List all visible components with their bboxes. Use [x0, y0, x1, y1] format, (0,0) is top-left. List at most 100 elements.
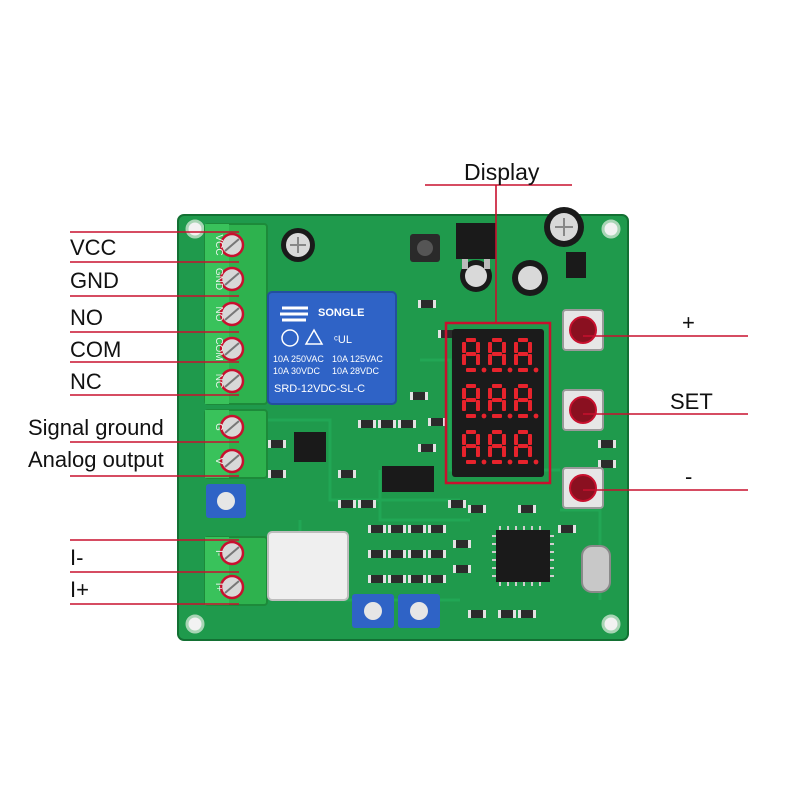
terminal-mark: G — [213, 423, 224, 431]
terminal-screw[interactable] — [219, 336, 245, 362]
relay-rating-left-1: 10A 250VAC — [273, 354, 324, 364]
smd-component — [518, 505, 536, 513]
smd-component — [468, 610, 486, 618]
display-digit — [514, 430, 539, 465]
label-vcc: VCC — [70, 235, 117, 260]
smd-component — [428, 575, 446, 583]
leader-display — [425, 184, 572, 323]
terminal-screws — [219, 232, 245, 600]
smd-component — [408, 575, 426, 583]
ic-op-amp — [294, 432, 326, 462]
smd-component — [368, 575, 386, 583]
button-set[interactable] — [562, 389, 604, 431]
terminal-screw[interactable] — [219, 448, 245, 474]
smd-component — [558, 525, 576, 533]
terminal-mark: VCC — [213, 234, 224, 255]
label-gnd: GND — [70, 268, 119, 293]
display-row — [462, 430, 539, 465]
smd-component — [338, 470, 356, 478]
label-i-minus: I- — [70, 545, 84, 570]
transistor — [566, 252, 586, 278]
smd-component — [358, 500, 376, 508]
smd-component — [428, 525, 446, 533]
warning-mark-icon — [304, 328, 324, 345]
display-digit — [488, 430, 513, 465]
label-set: SET — [670, 389, 713, 414]
terminal-screw[interactable] — [219, 232, 245, 258]
button-plus[interactable] — [562, 309, 604, 351]
terminal-mark: NC — [213, 374, 224, 388]
relay-rating-right-2: 10A 28VDC — [332, 366, 380, 376]
electrolytic-capacitor — [544, 207, 584, 247]
smd-component — [398, 420, 416, 428]
label-display: Display — [464, 159, 540, 185]
terminal-screw[interactable] — [219, 266, 245, 292]
button-minus[interactable] — [562, 467, 604, 509]
display-digit — [514, 384, 539, 419]
relay: SONGLE ᶜUL 10A 250VAC 10A 30VDC 10A 125V… — [267, 291, 397, 405]
smd-component — [358, 420, 376, 428]
label-i-plus: I+ — [70, 577, 89, 602]
display-digit — [488, 384, 513, 419]
display-digits — [462, 338, 539, 465]
terminal-screw[interactable] — [219, 540, 245, 566]
mounting-hole — [601, 614, 621, 634]
terminal-screw[interactable] — [219, 301, 245, 327]
potentiometer — [352, 594, 394, 628]
relay-brand: SONGLE — [318, 307, 364, 319]
leader-lines — [70, 184, 748, 605]
smd-component — [338, 500, 356, 508]
potentiometer — [398, 594, 440, 628]
smd-component — [418, 444, 436, 452]
label-no: NO — [70, 305, 103, 330]
smd-component — [428, 550, 446, 558]
smd-component — [468, 505, 486, 513]
smd-component — [453, 540, 471, 548]
smd-component — [368, 550, 386, 558]
electrolytic-capacitor — [512, 260, 548, 296]
electrolytic-capacitor — [281, 228, 315, 262]
terminal-mark: GND — [213, 268, 224, 290]
ic-soic — [382, 466, 434, 492]
relay-rating-left-2: 10A 30VDC — [273, 366, 321, 376]
label-minus: - — [685, 464, 693, 489]
terminal-mark: NO — [213, 307, 224, 322]
smd-component — [453, 565, 471, 573]
terminal-screw[interactable] — [219, 368, 245, 394]
label-plus: + — [682, 310, 695, 335]
cqc-mark-icon — [281, 329, 299, 347]
display-digit — [514, 338, 539, 373]
display-row — [462, 338, 539, 373]
relay-rating-right-1: 10A 125VAC — [332, 354, 383, 364]
ic-microcontroller — [492, 526, 554, 586]
terminal-screw[interactable] — [219, 574, 245, 600]
relay-model: SRD-12VDC-SL-C — [274, 383, 365, 395]
smd-component — [418, 300, 436, 308]
terminal-mark: V — [213, 458, 224, 465]
smd-component — [448, 500, 466, 508]
terminal-mark: I- — [213, 550, 224, 556]
current-transformer — [267, 531, 349, 601]
display-digit — [462, 384, 487, 419]
smd-component — [408, 550, 426, 558]
smd-component — [268, 440, 286, 448]
terminal-screw[interactable] — [219, 414, 245, 440]
smd-component — [388, 550, 406, 558]
display-digit — [488, 338, 513, 373]
mounting-hole — [185, 219, 205, 239]
display-row — [462, 384, 539, 419]
smd-component — [368, 525, 386, 533]
smd-component — [598, 440, 616, 448]
display-digit — [462, 430, 487, 465]
smd-component — [268, 470, 286, 478]
terminal-mark: COM — [213, 337, 224, 360]
label-com: COM — [70, 337, 122, 362]
smd-component — [388, 525, 406, 533]
smd-component — [498, 610, 516, 618]
smd-component — [518, 610, 536, 618]
mounting-hole — [185, 614, 205, 634]
ul-mark-icon: ᶜUL — [334, 334, 352, 346]
crystal-oscillator — [581, 545, 611, 593]
label-signal-ground: Signal ground — [28, 415, 164, 440]
